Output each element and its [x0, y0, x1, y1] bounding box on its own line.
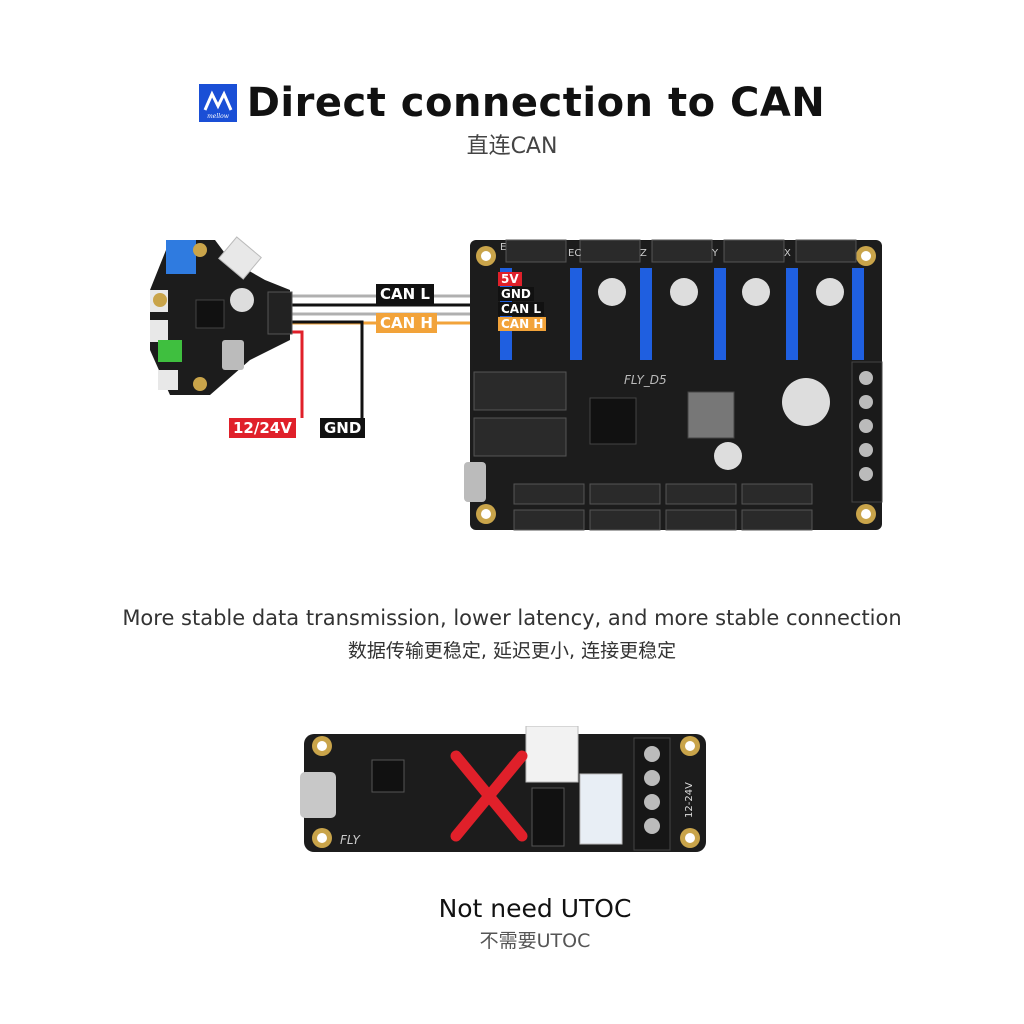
driver-slots	[500, 268, 864, 360]
mellow-logo-icon: mellow	[198, 84, 237, 122]
big-capacitor	[782, 378, 830, 426]
utoc-board: FLY 12-24V	[300, 726, 706, 852]
axis-label-y: Y	[711, 248, 719, 259]
utoc-board-label: FLY	[340, 833, 361, 847]
utoc-chip	[371, 759, 405, 793]
can-connection-diagram: E EC Z Y X FLY_D5	[150, 236, 883, 531]
label-can-l: CAN L	[376, 284, 434, 304]
page-subtitle: 直连CAN	[466, 134, 558, 159]
fly-d5-board: E EC Z Y X FLY_D5	[464, 239, 883, 531]
logo-text: mellow	[207, 113, 230, 120]
wire-gnd	[292, 320, 364, 420]
axis-label-z: Z	[640, 248, 647, 259]
title-row: mellow Direct connection to CAN	[198, 80, 826, 126]
caption-cn: 数据传输更稳定, 延迟更小, 连接更稳定	[347, 640, 677, 662]
toolhead-board	[150, 236, 293, 395]
axis-label-ec: EC	[568, 248, 581, 259]
blue-connector	[166, 240, 196, 274]
inductor	[687, 391, 735, 439]
caption-en: More stable data transmission, lower lat…	[122, 606, 902, 630]
usb-c-port-main	[464, 462, 486, 502]
utoc-usb-port	[300, 772, 336, 818]
usb-c-port	[222, 340, 244, 370]
wire-power	[292, 330, 304, 418]
green-terminal	[158, 340, 182, 362]
red-cross-icon	[450, 750, 528, 842]
white-connector-left-2	[150, 320, 168, 342]
pin-label-can-l: CAN L	[498, 302, 544, 316]
utoc-subtitle: 不需要UTOC	[479, 930, 591, 952]
pin-label-5v: 5V	[498, 272, 522, 286]
header: mellow Direct connection to CAN 直连CAN	[0, 80, 1024, 160]
utoc-title: Not need UTOC	[438, 894, 632, 923]
white-connector-top	[218, 236, 262, 280]
label-gnd: GND	[320, 418, 366, 438]
capacitor	[230, 288, 254, 312]
pin-label-gnd: GND	[498, 287, 534, 301]
pin-label-can-h: CAN H	[498, 317, 547, 331]
utoc-voltage-label: 12-24V	[684, 782, 695, 818]
label-can-h: CAN H	[376, 313, 437, 333]
page-title: Direct connection to CAN	[246, 80, 826, 126]
board-label: FLY_D5	[624, 373, 667, 387]
label-power: 12/24V	[229, 418, 296, 438]
mcu-chip	[195, 299, 225, 329]
axis-label-e: E	[500, 242, 506, 253]
utoc-white-connector	[525, 726, 579, 783]
white-connector-bottom	[158, 370, 178, 390]
axis-label-x: X	[784, 248, 791, 259]
